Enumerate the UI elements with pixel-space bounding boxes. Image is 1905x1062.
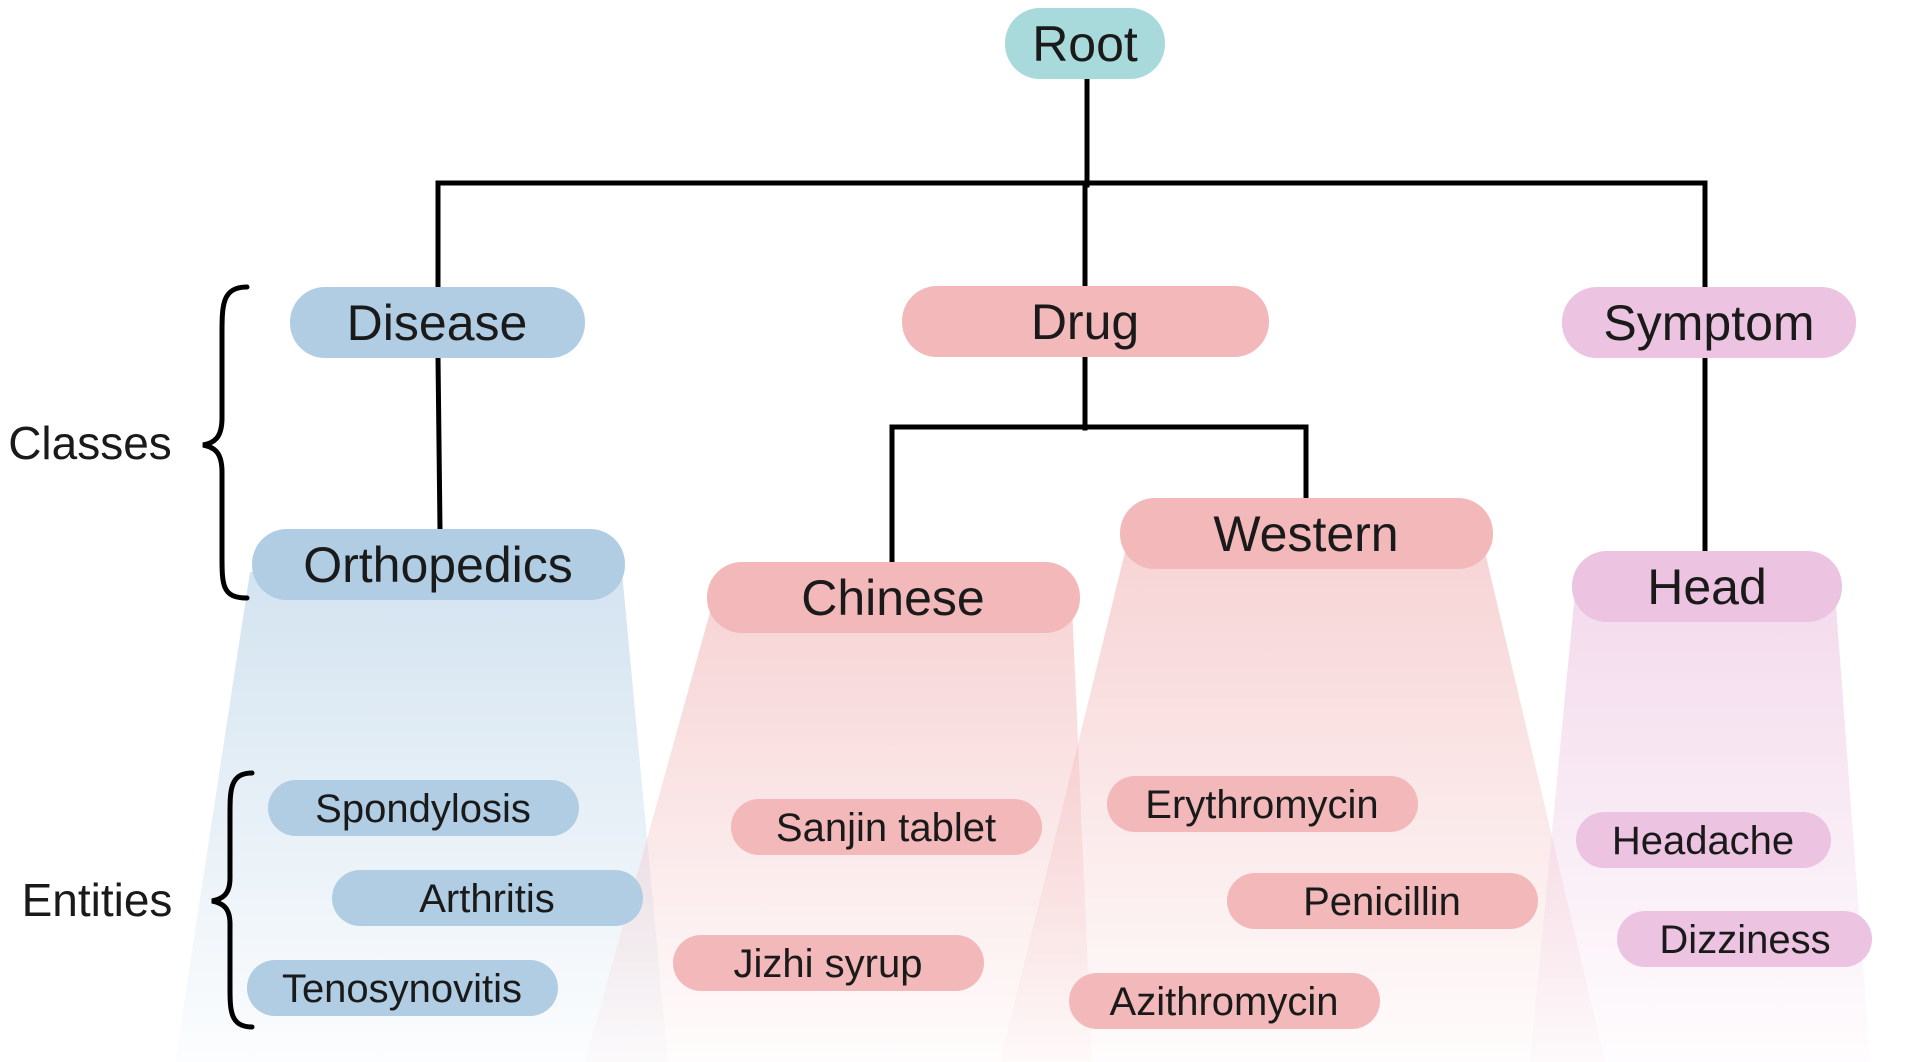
- classes-brace: [202, 284, 250, 601]
- head-pill: [1572, 551, 1842, 622]
- node-symptom: Symptom: [1562, 287, 1856, 358]
- tree-connectors: [435, 75, 1708, 566]
- orthopedics-pill: [252, 529, 625, 600]
- entity-pill: [1107, 776, 1418, 832]
- root-pill: [1005, 8, 1165, 79]
- entity-label: Tenosynovitis: [282, 967, 522, 1011]
- entity-label: Arthritis: [419, 877, 555, 921]
- western-label: Western: [1213, 506, 1398, 562]
- entity-label: Penicillin: [1303, 880, 1461, 924]
- head-label: Head: [1647, 559, 1767, 615]
- entities-head: Headache Dizziness: [1576, 812, 1872, 967]
- entity-pill: [1227, 873, 1538, 929]
- node-chinese: Chinese: [707, 562, 1080, 633]
- entity-label: Headache: [1612, 819, 1794, 863]
- entity-label: Jizhi syrup: [734, 942, 923, 986]
- entity-pill: [731, 799, 1042, 855]
- entity-pill: [332, 870, 643, 926]
- entities-orthopedics: Spondylosis Arthritis Tenosynovitis: [247, 780, 643, 1016]
- western-pill: [1120, 498, 1493, 569]
- node-disease: Disease: [290, 287, 585, 358]
- entities-chinese: Sanjin tablet Jizhi syrup: [673, 799, 1042, 991]
- node-head: Head: [1572, 551, 1842, 622]
- chinese-label: Chinese: [801, 570, 984, 626]
- entity-pill: [1069, 973, 1380, 1029]
- drug-pill: [902, 286, 1269, 357]
- entity-label: Spondylosis: [315, 787, 531, 831]
- root-label: Root: [1032, 16, 1138, 72]
- entities-western: Erythromycin Penicillin Azithromycin: [1069, 776, 1538, 1029]
- entities-label: Entities: [22, 874, 173, 926]
- disease-label: Disease: [347, 295, 528, 351]
- entity-pill: [673, 935, 984, 991]
- orthopedics-label: Orthopedics: [303, 537, 573, 593]
- entity-label: Erythromycin: [1145, 783, 1378, 827]
- side-braces: [202, 284, 255, 1030]
- connector-disease-orthopedics: [435, 354, 443, 533]
- drug-label: Drug: [1031, 294, 1139, 350]
- entities-brace: [211, 770, 255, 1030]
- entity-pill: [247, 960, 558, 1016]
- symptom-pill: [1562, 287, 1856, 358]
- disease-pill: [290, 287, 585, 358]
- entity-label: Sanjin tablet: [776, 806, 996, 850]
- entity-pill: [1617, 911, 1872, 967]
- entity-pill: [1576, 812, 1831, 868]
- node-western: Western: [1120, 498, 1493, 569]
- chinese-pill: [707, 562, 1080, 633]
- entity-label: Dizziness: [1659, 918, 1830, 962]
- entity-label: Azithromycin: [1110, 980, 1339, 1024]
- classes-label: Classes: [8, 417, 172, 469]
- node-drug: Drug: [902, 286, 1269, 357]
- node-orthopedics: Orthopedics: [252, 529, 625, 600]
- node-root: Root: [1005, 8, 1165, 79]
- entity-pill: [268, 780, 579, 836]
- symptom-label: Symptom: [1603, 295, 1814, 351]
